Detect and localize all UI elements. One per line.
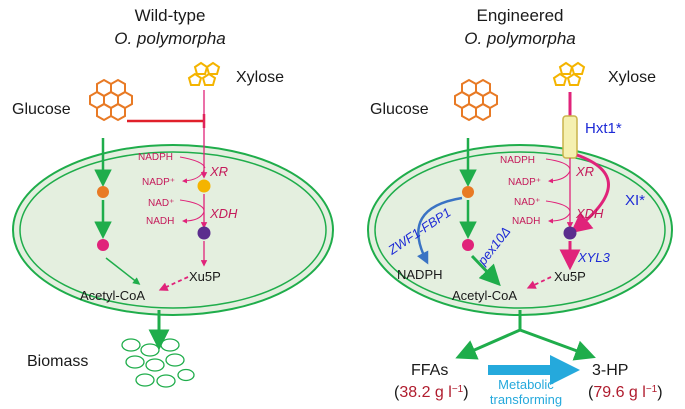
3hp-titer-value: 79.6 g l [593, 384, 645, 401]
eng-nadph-product: NADPH [397, 267, 443, 282]
wild-subtitle: O. polymorpha [114, 29, 226, 48]
eng-to-3hp-arrow [519, 328, 596, 361]
wild-title: Wild-type [135, 6, 206, 25]
wild-biomass-label: Biomass [27, 353, 88, 370]
eng-nadph-flow [545, 158, 571, 170]
ffas-label: FFAs [411, 362, 448, 379]
eng-pex-arrow [470, 254, 501, 287]
xi-bypass-arrow [570, 153, 610, 234]
eng-xu5p: Xu5P [554, 269, 586, 284]
eng-nadph: NADPH [500, 155, 535, 166]
wild-xu5p: Xu5P [189, 269, 221, 284]
wild-nad-flow [179, 199, 205, 211]
eng-nad: NAD⁺ [514, 197, 540, 208]
wild-to-acetyl-arrow [105, 257, 141, 285]
wild-orange-metabolite [97, 186, 109, 198]
eng-orange-metabolite [462, 186, 474, 198]
wild-magenta-metabolite [97, 239, 109, 251]
wild-nadph-flow [179, 156, 206, 169]
zwf-fbp-arrow [417, 196, 463, 265]
wild-cell-outer [12, 144, 334, 316]
wild-nadh-flow [182, 211, 205, 224]
eng-nadp-flow [548, 170, 571, 184]
eng-nadh: NADH [512, 216, 540, 227]
eng-subtitle: O. polymorpha [464, 29, 576, 48]
eng-xr: XR [575, 164, 594, 179]
wild-xylose-label: Xylose [236, 69, 284, 86]
wild-acetyl-coa: Acetyl-CoA [80, 288, 145, 303]
eng-xdh: XDH [575, 206, 604, 221]
biomass-cells-icon [121, 338, 195, 388]
wild-nadp: NADP⁺ [142, 177, 175, 188]
3hp-titer: (79.6 g l−1) [588, 384, 663, 402]
eng-xu5p-to-acetyl [526, 276, 552, 289]
glucose-icon [89, 78, 133, 122]
hxt1-label: Hxt1* [585, 120, 622, 137]
eng-xylulose [563, 226, 577, 240]
eng-nadp: NADP⁺ [508, 177, 541, 188]
wild-xdh: XDH [209, 206, 238, 221]
eng-cell-inner [374, 151, 666, 309]
eng-acetyl-coa: Acetyl-CoA [452, 288, 517, 303]
engineered-panel: Engineered O. polymorpha Glucose Xylose … [367, 6, 673, 407]
wild-xu5p-to-acetyl [158, 276, 189, 291]
xyl3-label: XYL3 [577, 250, 611, 265]
eng-nad-flow [545, 200, 571, 212]
eng-title: Engineered [477, 6, 564, 25]
wild-cell-inner [19, 151, 327, 309]
wild-xylitol [197, 179, 211, 193]
hxt1-transporter-icon [562, 115, 578, 159]
wild-nadp-flow [182, 169, 205, 184]
eng-magenta-metabolite [462, 239, 474, 251]
wild-nadph: NADPH [138, 152, 173, 163]
ffas-titer-value: 38.2 g l [399, 384, 451, 401]
glucose-icon [454, 78, 498, 122]
xi-label: XI* [625, 192, 645, 209]
wild-glucose-label: Glucose [12, 101, 71, 118]
metabolic-label: Metabolic [498, 377, 554, 392]
ffas-titer: (38.2 g l−1) [394, 384, 469, 402]
eng-to-ffas-arrow [455, 328, 521, 360]
wild-type-panel: Wild-type O. polymorpha Glucose Xylose [12, 6, 334, 388]
eng-xylose-label: Xylose [608, 69, 656, 86]
wild-xylulose [197, 226, 211, 240]
eng-nadh-flow [548, 212, 571, 224]
wild-xr: XR [209, 164, 228, 179]
wild-nad: NAD⁺ [148, 198, 174, 209]
transforming-label: transforming [490, 392, 562, 407]
xylose-icon [552, 61, 586, 86]
wild-nadh: NADH [146, 216, 174, 227]
xylose-icon [187, 61, 221, 86]
3hp-label: 3-HP [592, 362, 628, 379]
eng-glucose-label: Glucose [370, 101, 429, 118]
